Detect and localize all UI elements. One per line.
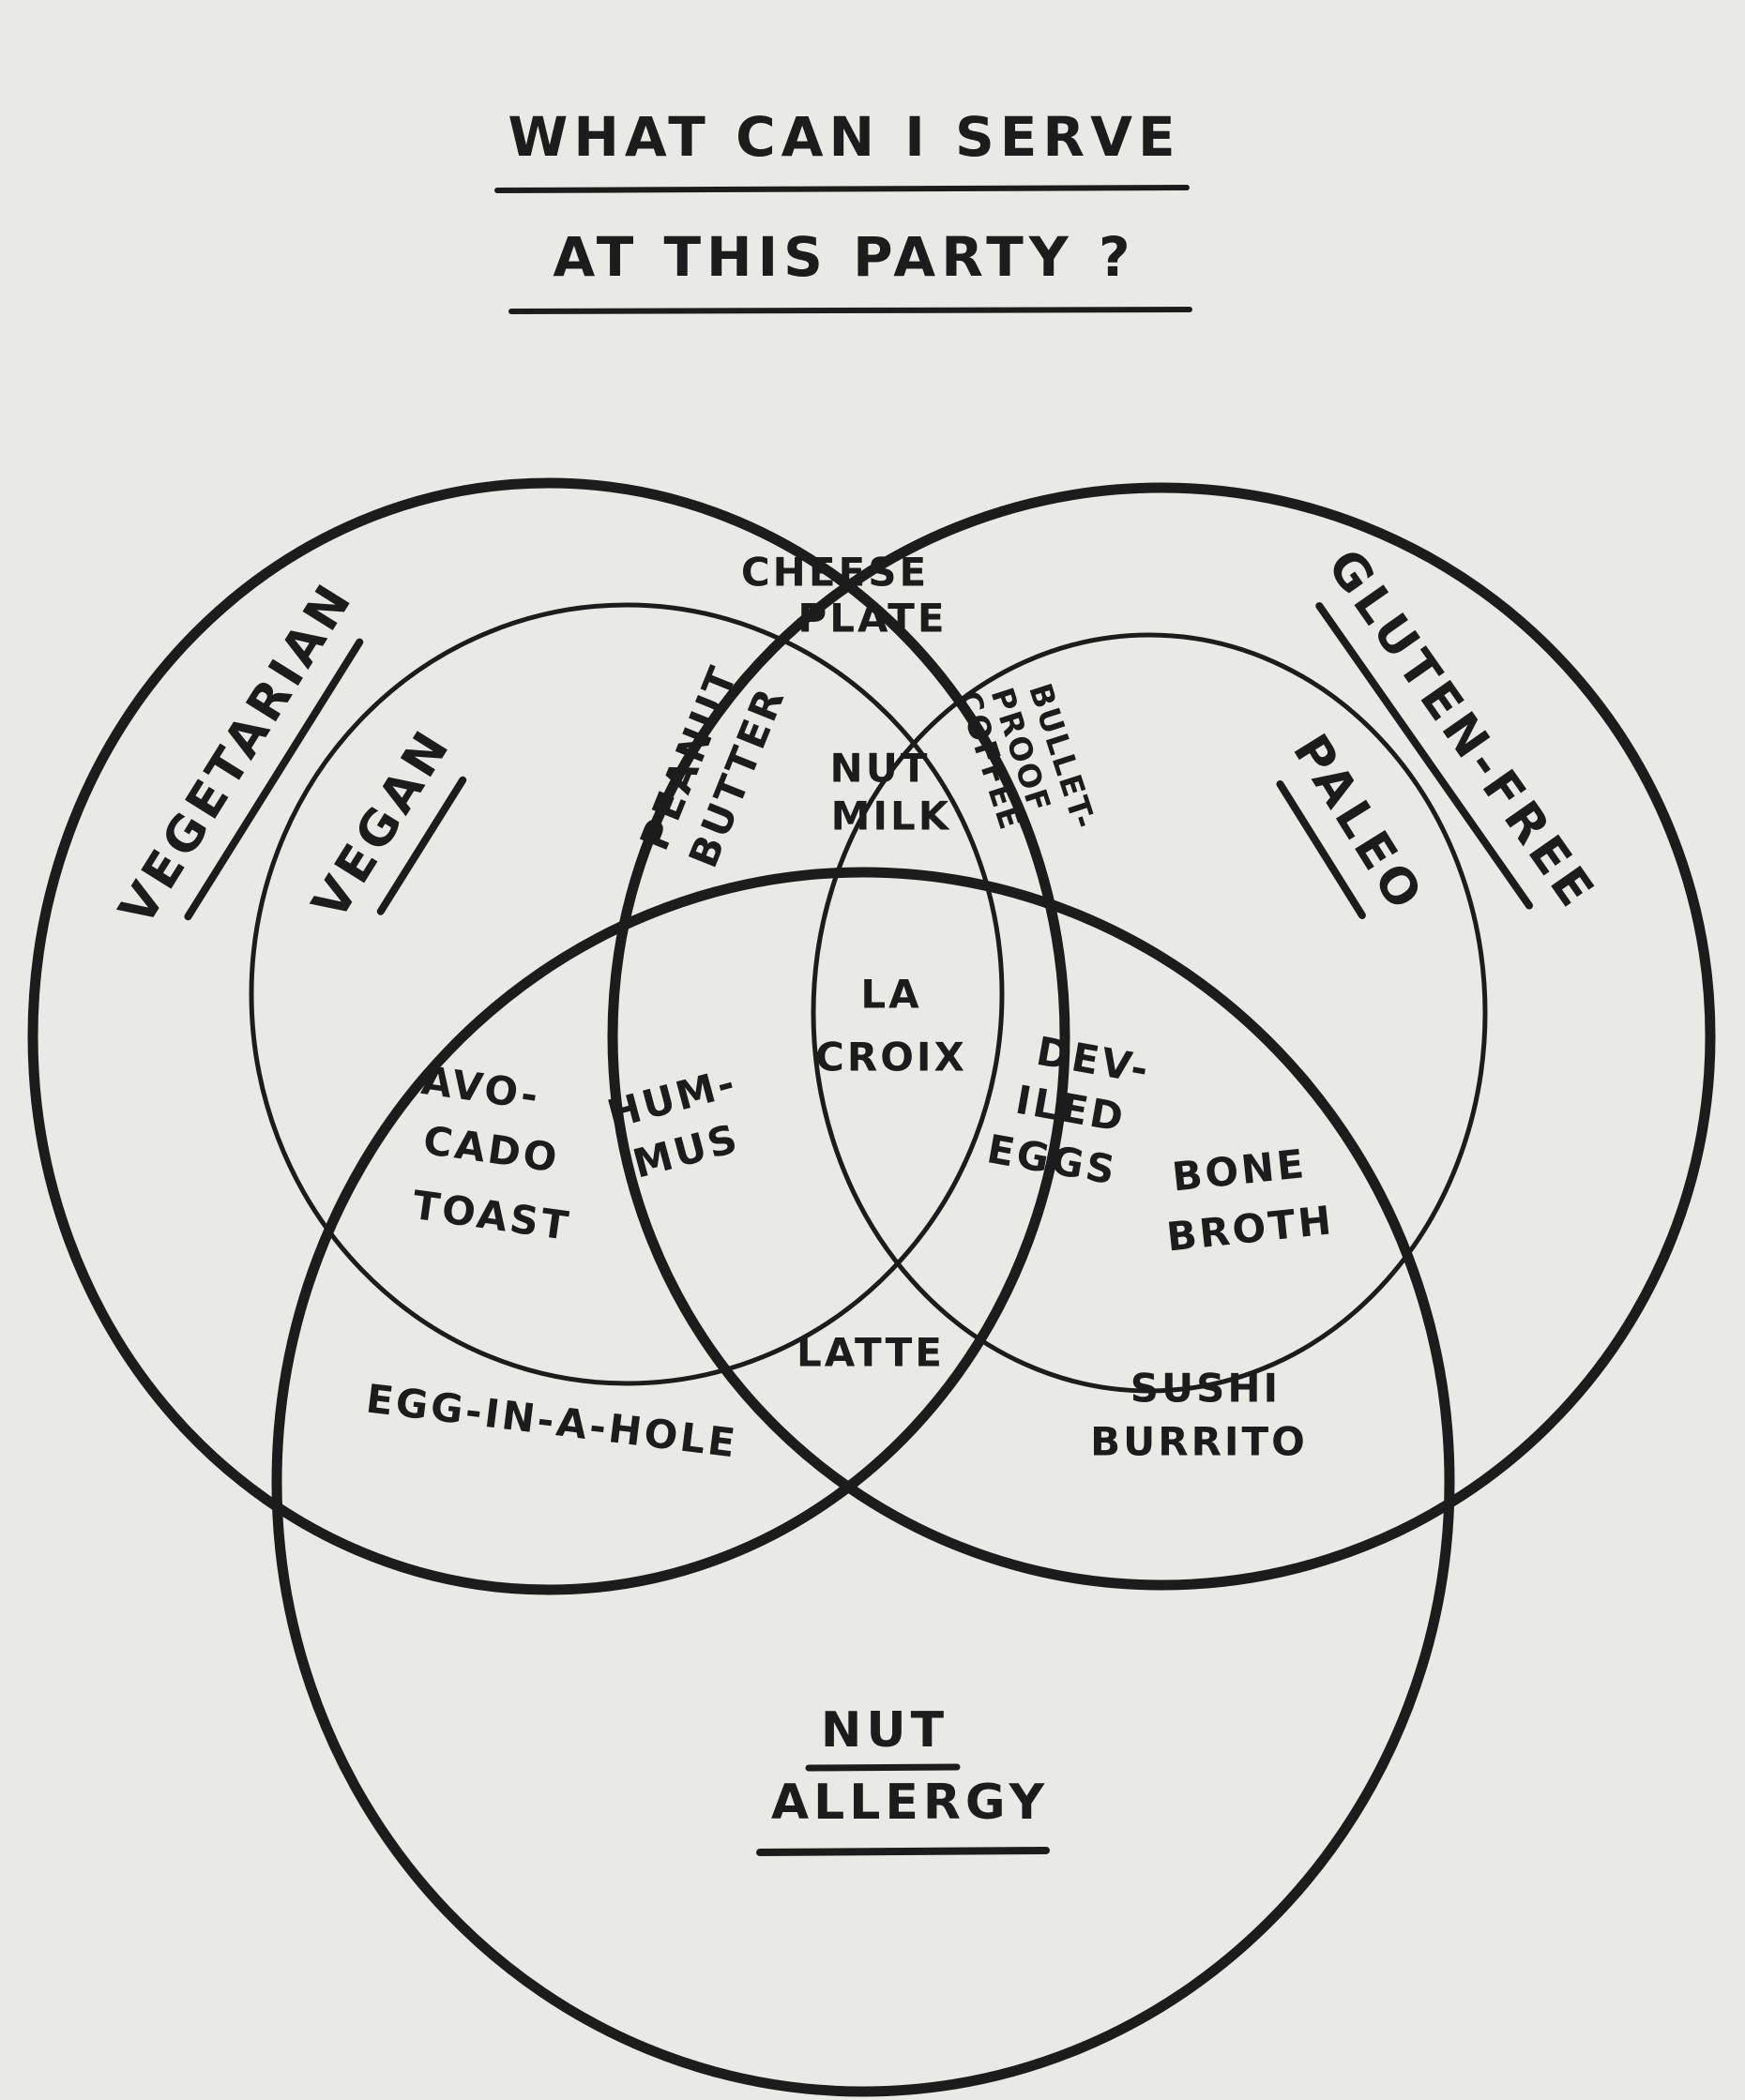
la-croix-label-2: CROIX bbox=[815, 1035, 967, 1080]
bone-broth-label-2: BROTH bbox=[1164, 1197, 1336, 1260]
vegetarian-circle bbox=[27, 477, 1070, 1595]
nut-allergy-underline-1 bbox=[805, 1763, 961, 1772]
title-underline-2 bbox=[508, 307, 1192, 314]
egg-in-a-hole-label: EGG-IN-A-HOLE bbox=[364, 1375, 741, 1466]
gluten-free-circle bbox=[607, 482, 1716, 1591]
avocado-toast-label-1: AVO- bbox=[418, 1057, 543, 1119]
vegan-circle bbox=[249, 602, 1005, 1386]
sushi-burrito-label-2: BURRITO bbox=[1090, 1419, 1308, 1465]
paleo-underline bbox=[1276, 780, 1366, 919]
nut-allergy-underline-2 bbox=[756, 1847, 1050, 1856]
cheese-plate-label-1: CHEESE bbox=[741, 550, 929, 596]
avocado-toast-label-3: TOAST bbox=[410, 1182, 574, 1249]
la-croix-label-1: LA bbox=[860, 972, 921, 1018]
nut-allergy-label-2: ALLERGY bbox=[771, 1775, 1049, 1831]
nut-allergy-circle bbox=[271, 867, 1455, 2097]
paleo-circle bbox=[811, 632, 1488, 1394]
vegan-underline bbox=[376, 776, 467, 915]
latte-label: LATTE bbox=[797, 1330, 945, 1376]
cheese-plate-label-2: PLATE bbox=[797, 596, 947, 642]
nut-milk-label-1: NUT bbox=[830, 746, 931, 792]
gluten-free-underline bbox=[1315, 602, 1533, 910]
vegetarian-underline bbox=[184, 638, 364, 921]
nut-allergy-label-1: NUT bbox=[821, 1702, 948, 1759]
bone-broth-label-1: BONE bbox=[1170, 1141, 1309, 1201]
title-line-1: WHAT CAN I SERVE bbox=[508, 105, 1180, 169]
title-line-2: AT THIS PARTY ? bbox=[553, 225, 1135, 289]
avocado-toast-label-2: CADO bbox=[420, 1117, 562, 1182]
nut-milk-label-2: MILK bbox=[831, 793, 952, 839]
sushi-burrito-label-1: SUSHI bbox=[1130, 1366, 1281, 1412]
title-underline-1 bbox=[494, 185, 1190, 193]
